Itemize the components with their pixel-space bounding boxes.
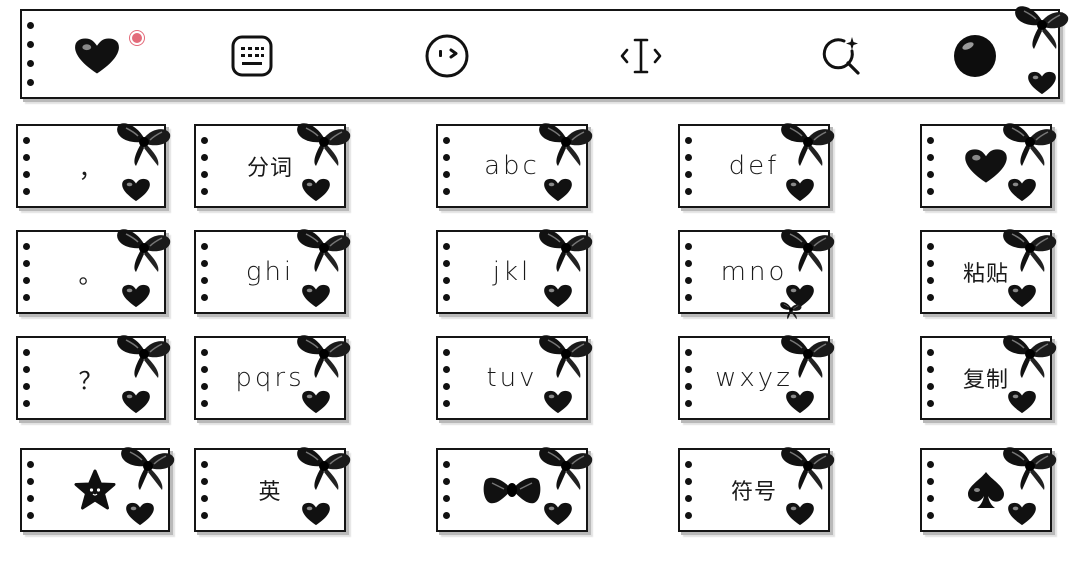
key-segment[interactable]: 分词 [194,124,346,208]
star-icon [74,469,116,510]
key-label: mno [720,257,788,287]
heart-decoration-icon [1006,284,1038,308]
bow-decoration-icon [778,442,838,492]
key-label: ？ [78,366,104,395]
key-label: pqrs [235,363,305,393]
profile-ball-button[interactable] [948,29,1002,83]
key-label: ghi [245,257,295,287]
key-pqrs[interactable]: pqrs [194,336,346,420]
bow-decoration-icon [114,224,174,274]
heart-decoration-icon [542,390,574,414]
key-paste[interactable]: 粘贴 [920,230,1052,314]
binder-holes [27,11,37,97]
heart-decoration-icon [120,284,152,308]
emoji-face-icon [425,34,469,78]
bow-decoration-icon [778,118,838,168]
heart-decoration-icon [542,502,574,526]
bow-decoration-icon [294,118,354,168]
key-label: 复制 [962,368,1009,393]
black-ball-icon [954,35,996,77]
key-label: 符号 [730,480,777,505]
bow-decoration-icon [778,224,838,274]
key-label: wxyz [715,363,793,393]
key-label: 粘贴 [962,262,1009,287]
key-tuv[interactable]: tuv [436,336,588,420]
bow-decoration-icon [294,224,354,274]
heart-decoration-icon [542,284,574,308]
heart-icon [73,37,121,75]
heart-decoration-icon [300,178,332,202]
key-heart[interactable] [920,124,1052,208]
key-symbols[interactable]: 符号 [678,448,830,532]
keyboard-icon [231,35,273,77]
heart-decoration-icon [124,502,156,526]
key-label: tuv [486,363,538,393]
bow-decoration-icon [294,330,354,380]
cursor-toolbar-button[interactable] [614,29,668,83]
heart-decoration-icon [784,502,816,526]
search-toolbar-button[interactable] [814,29,868,83]
key-label: 分词 [246,156,293,181]
key-star[interactable] [20,448,170,532]
key-space[interactable] [436,448,588,532]
mini-bow-icon [778,300,804,320]
key-spade[interactable] [920,448,1052,532]
key-comma[interactable]: ， [16,124,166,208]
key-label: ， [78,154,104,183]
bow-decoration-icon [1000,442,1060,492]
key-label: abc [484,151,540,181]
search-sparkle-icon [822,37,860,75]
heart-decoration-icon [1006,390,1038,414]
heart-decoration-icon [784,390,816,414]
spade-icon [968,472,1004,508]
key-period[interactable]: 。 [16,230,166,314]
bow-decoration-icon [294,442,354,492]
key-label: 英 [258,480,282,505]
key-label: def [728,151,780,181]
bow-decoration-icon [1000,224,1060,274]
key-ghi[interactable]: ghi [194,230,346,314]
heart-decoration-icon [300,502,332,526]
heart-toolbar-button[interactable] [70,29,144,83]
key-copy[interactable]: 复制 [920,336,1052,420]
bow-decoration-icon [114,330,174,380]
key-wxyz[interactable]: wxyz [678,336,830,420]
toolbar [20,9,1060,99]
text-cursor-icon [620,38,662,74]
key-mno[interactable]: mno [678,230,830,314]
heart-decoration-icon [120,390,152,414]
notification-dot [130,31,144,45]
key-label: 。 [78,260,104,289]
heart-decoration-icon [300,390,332,414]
heart-decoration-icon [1006,178,1038,202]
heart-decoration-icon [120,178,152,202]
bow-decoration-icon [536,330,596,380]
bow-decoration-icon [536,442,596,492]
bow-decoration-icon [1012,1,1072,51]
bow-icon [483,477,541,504]
bow-decoration-icon [1000,330,1060,380]
heart-decoration-icon [1006,502,1038,526]
key-jkl[interactable]: jkl [436,230,588,314]
bow-decoration-icon [536,118,596,168]
key-abc[interactable]: abc [436,124,588,208]
key-label: jkl [492,257,532,287]
heart-decoration-icon [300,284,332,308]
key-question[interactable]: ？ [16,336,166,420]
keyboard-toolbar-button[interactable] [225,29,279,83]
bow-decoration-icon [536,224,596,274]
bow-decoration-icon [1000,118,1060,168]
bow-decoration-icon [114,118,174,168]
heart-decoration-icon [542,178,574,202]
heart-decoration-icon [1026,71,1058,95]
emoji-toolbar-button[interactable] [420,29,474,83]
key-def[interactable]: def [678,124,830,208]
key-english[interactable]: 英 [194,448,346,532]
bow-decoration-icon [778,330,838,380]
bow-decoration-icon [118,442,178,492]
heart-decoration-icon [784,178,816,202]
